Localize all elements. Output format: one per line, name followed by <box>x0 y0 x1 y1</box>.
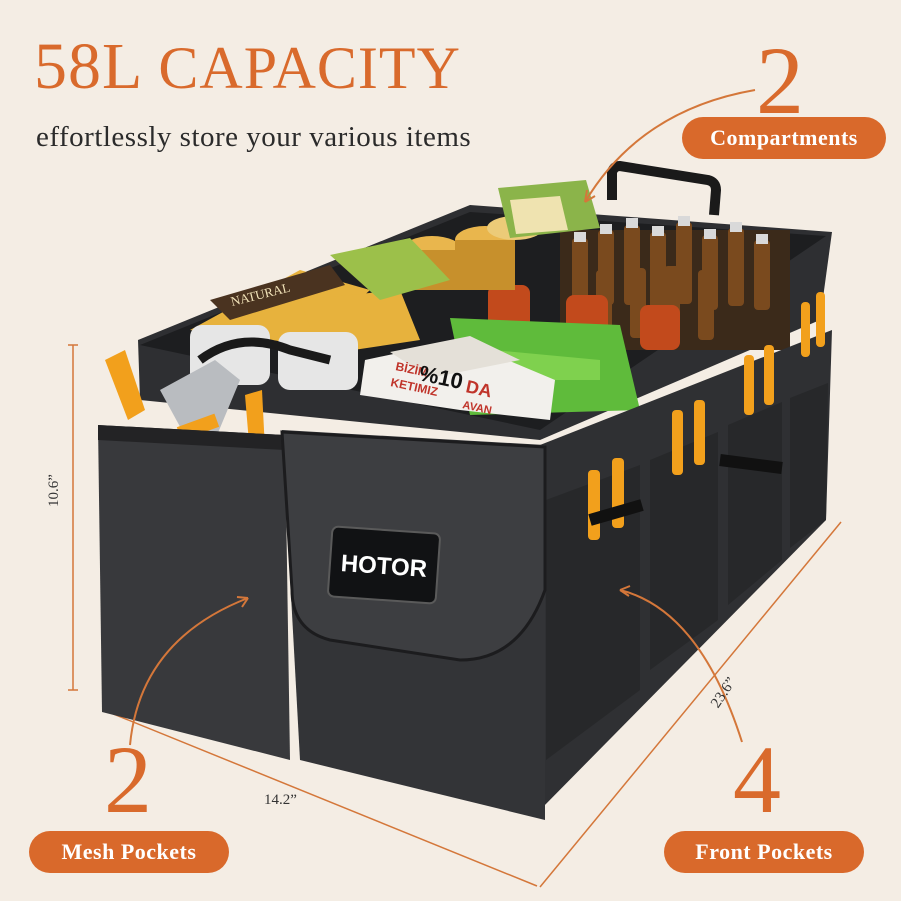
headline: 58L CAPACITY <box>34 34 461 100</box>
dimension-height: 10.6” <box>46 474 62 507</box>
dimension-width: 14.2” <box>264 792 297 808</box>
headline-word: CAPACITY <box>158 35 461 101</box>
mesh-pill: Mesh Pockets <box>29 831 229 873</box>
brand-patch <box>327 525 441 605</box>
subheading: effortlessly store your various items <box>36 121 472 153</box>
biscuit-text-1: BİZİM <box>394 358 429 379</box>
front-pill: Front Pockets <box>664 831 864 873</box>
front-count: 4 <box>733 726 781 833</box>
compartments-pill: Compartments <box>682 117 886 159</box>
compartments-count: 2 <box>756 27 804 134</box>
mesh-pocket-left <box>98 425 290 760</box>
callout-arrows <box>129 89 756 746</box>
side-pockets <box>546 383 828 760</box>
brand-name: HOTOR <box>340 550 428 583</box>
headline-number: 58L <box>34 30 141 103</box>
dimension-lines <box>68 344 842 888</box>
biscuit-box <box>360 336 555 420</box>
mesh-count: 2 <box>104 726 152 833</box>
